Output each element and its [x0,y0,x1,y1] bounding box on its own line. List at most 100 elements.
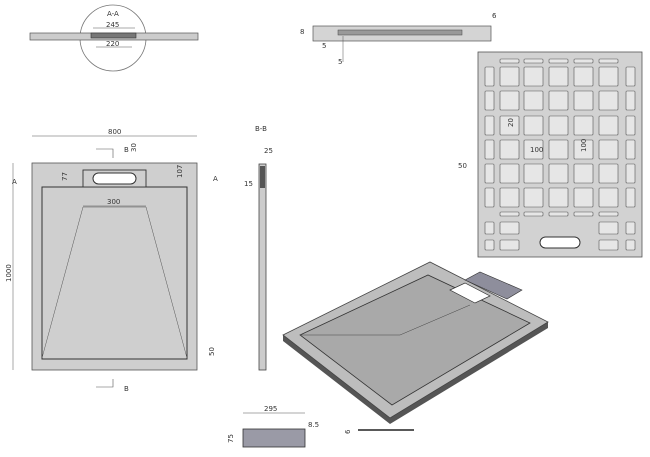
grid-cell [573,163,594,184]
grid-cell [548,139,569,160]
drain-opening [449,282,491,304]
drain-channel [90,32,137,39]
dim-8: 8 [300,28,304,36]
grid-cell [484,187,495,208]
grid-cell [573,211,594,217]
section-top-right: 8 6 5 5 [300,12,497,66]
grid-cell [499,139,520,160]
grid-cell [625,90,636,111]
dim-30: 30 [130,143,138,152]
section-label: B-B [255,125,267,133]
dim-5b: 5 [338,58,342,66]
grid-cell [499,221,520,235]
grid-cell [484,66,495,87]
grid-cell [523,187,544,208]
grid-cell [499,239,520,251]
grid-cell [598,115,619,136]
dim-8-5: 8.5 [308,421,319,429]
grid-cell [548,187,569,208]
marker-a-left: A [12,178,17,186]
grid-cell [598,163,619,184]
underside-view: 20 100 100 50 [458,51,643,258]
grid-cell [625,139,636,160]
grid-cell [548,163,569,184]
dim-77: 77 [61,172,69,181]
dim-220: 220 [106,40,119,48]
section-body [258,163,267,371]
grid-cell [499,115,520,136]
grid-cell [573,139,594,160]
grid-cell [598,187,619,208]
dim-15: 15 [244,180,253,188]
dim-245: 245 [106,21,119,29]
grid-cell [484,163,495,184]
grid-cell [625,187,636,208]
dim-20: 20 [507,118,515,127]
dim-1000: 1000 [5,264,13,282]
grid-cell [598,139,619,160]
grid-cell [548,115,569,136]
isometric-view [282,261,549,424]
grid-cell [548,211,569,217]
grid-cell [484,139,495,160]
grid-cell [484,239,495,251]
grid-cell [625,66,636,87]
grid-cell [573,66,594,87]
grid-cell [523,66,544,87]
drain-cover [464,271,523,300]
grid-cell [484,115,495,136]
grid-cell [484,90,495,111]
grid-cell [523,139,544,160]
dim-50: 50 [458,162,467,170]
grid-cell [598,90,619,111]
section-label: A-A [107,10,119,18]
grid-cell [523,163,544,184]
dim-100a: 100 [530,146,543,154]
dim-6: 6 [344,429,352,434]
dim-25: 25 [264,147,273,155]
grid-cell [598,211,619,217]
grid-cell [548,66,569,87]
tray-side [283,322,548,424]
drain-slot [539,236,581,249]
grid-cell [625,239,636,251]
dim-100b: 100 [580,139,588,152]
grid-cell [625,115,636,136]
grid-cell [484,221,495,235]
marker-b-bottom: B [124,385,129,393]
dim-800: 800 [108,128,121,136]
slope-lines [41,206,188,359]
grid-cell [499,66,520,87]
grid-cell [598,239,619,251]
grid-cell [499,211,520,217]
grid-cell [499,58,520,64]
grid-cell [573,187,594,208]
grid-cell [598,66,619,87]
section-b-b: B-B 25 15 [244,125,273,371]
tray-outline [31,162,198,371]
grid-cell [573,115,594,136]
dim-29-5: 295 [264,405,277,413]
grid-cell [499,163,520,184]
dim-300: 300 [107,198,120,206]
section-a-a: A-A 245 220 [29,4,199,72]
dim-50: 50 [208,347,216,356]
cover-plate [242,428,306,448]
grid-cell [548,90,569,111]
grid-cell [598,221,619,235]
plan-view: 800 1000 300 77 30 107 50 A A B B [5,128,218,393]
grid-cell [523,211,544,217]
marker-b-top: B [124,146,129,154]
grid-cell [499,90,520,111]
tray-basin [299,274,531,406]
dim-107: 107 [176,165,184,178]
dim-5a: 5 [322,42,326,50]
grid-cell [598,58,619,64]
drain-profile [337,29,463,36]
grid-cell [499,187,520,208]
grid-cell [548,58,569,64]
drain-slot [92,172,137,185]
grid-cell [523,115,544,136]
grid-cell [523,58,544,64]
